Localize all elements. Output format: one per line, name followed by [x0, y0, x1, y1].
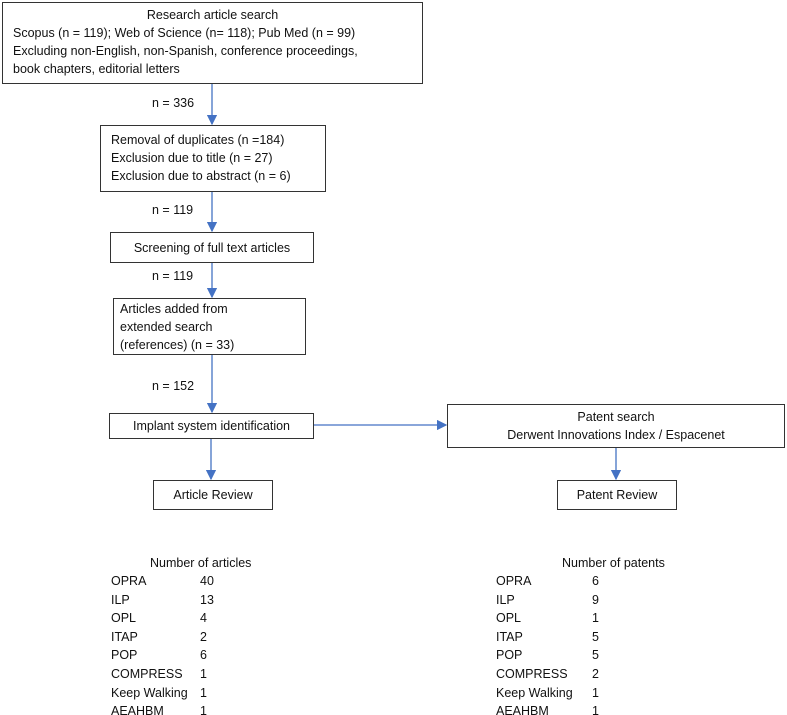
- box-line: Exclusion due to abstract (n = 6): [111, 169, 291, 183]
- count-label: n = 152: [152, 379, 195, 393]
- implant-box: Implant system identification: [109, 413, 314, 439]
- row-label: AEAHBM: [496, 704, 549, 715]
- row-value: 1: [200, 667, 207, 681]
- row-label: AEAHBM: [111, 704, 164, 715]
- count-label: n = 119: [152, 203, 194, 217]
- screening-box: Screening of full text articles: [110, 232, 314, 263]
- patent-search-box: Patent search Derwent Innovations Index …: [447, 404, 785, 448]
- count-label: n = 119: [152, 269, 194, 283]
- row-value: 40: [200, 574, 214, 588]
- row-label: OPL: [111, 611, 137, 626]
- removal-box: Removal of duplicates (n =184) Exclusion…: [100, 125, 326, 192]
- row-value: 2: [592, 667, 599, 681]
- box-line: book chapters, editorial letters: [13, 62, 180, 76]
- row-value: 5: [592, 648, 599, 663]
- row-value: 1: [200, 704, 207, 715]
- box-line: Articles added from: [120, 302, 228, 316]
- row-label: OPRA: [111, 574, 147, 588]
- box-line: (references) (n = 33): [120, 338, 235, 352]
- row-label: OPRA: [496, 574, 532, 588]
- row-label: COMPRESS: [496, 667, 568, 681]
- box-line: Scopus (n = 119); Web of Science (n= 118…: [13, 26, 356, 40]
- added-articles-box: Articles added from extended search (ref…: [113, 298, 306, 355]
- row-label: Keep Walking: [111, 685, 188, 700]
- row-label: Keep Walking: [496, 685, 573, 700]
- research-search-box: Research article search Scopus (n = 119)…: [2, 2, 423, 84]
- row-value: 1: [592, 611, 599, 626]
- row-value: 1: [592, 685, 599, 700]
- row-value: 6: [592, 574, 599, 588]
- row-label: OPL: [496, 611, 522, 626]
- box-title: Patent search: [577, 410, 655, 424]
- row-value: 5: [592, 629, 599, 644]
- row-label: POP: [111, 648, 138, 663]
- patent-review-box: Patent Review: [557, 480, 677, 510]
- box-title: Research article search: [146, 8, 279, 22]
- row-value: 1: [592, 704, 599, 715]
- article-review-box: Article Review: [153, 480, 273, 510]
- row-label: ITAP: [111, 629, 138, 644]
- row-value: 13: [200, 592, 214, 607]
- box-line: Exclusion due to title (n = 27): [111, 151, 273, 165]
- row-label: COMPRESS: [111, 667, 183, 681]
- row-value: 9: [592, 592, 599, 607]
- box-line: extended search: [120, 320, 213, 334]
- table-header: Number of patents: [562, 556, 665, 570]
- row-value: 4: [200, 611, 207, 626]
- box-line: Derwent Innovations Index / Espacenet: [507, 428, 725, 442]
- row-label: ILP: [111, 592, 130, 607]
- row-value: 6: [200, 648, 207, 663]
- row-label: ITAP: [496, 629, 523, 644]
- box-line: Removal of duplicates (n =184): [111, 133, 285, 147]
- count-label: n = 336: [152, 96, 195, 110]
- row-value: 1: [200, 685, 207, 700]
- row-label: POP: [496, 648, 523, 663]
- table-header: Number of articles: [150, 556, 252, 570]
- row-label: ILP: [496, 592, 515, 607]
- row-value: 2: [200, 629, 207, 644]
- box-line: Excluding non-English, non-Spanish, conf…: [13, 44, 358, 58]
